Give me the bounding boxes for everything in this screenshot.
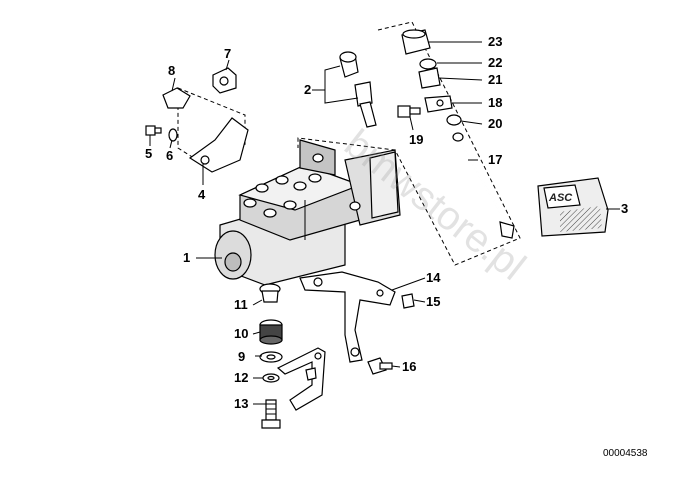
washer-part-6 <box>168 128 178 142</box>
washer-part-20 <box>446 114 462 126</box>
hydraulic-unit <box>214 139 401 286</box>
callout-4: 4 <box>198 187 206 202</box>
callout-14: 14 <box>426 270 441 285</box>
bolt-part-16 <box>367 357 393 375</box>
callout-6: 6 <box>166 148 173 163</box>
callout-23: 23 <box>488 34 502 49</box>
lower-mount-bracket <box>276 347 326 411</box>
callout-20: 20 <box>488 116 502 131</box>
callout-11: 11 <box>234 297 248 312</box>
bracket-part-18 <box>424 95 453 113</box>
asc-badge-part-3: ASC <box>537 177 609 237</box>
seal-part-22 <box>419 58 437 70</box>
nut-part-21 <box>418 67 441 89</box>
callout-2: 2 <box>304 82 311 97</box>
callout-19: 19 <box>409 132 423 147</box>
bolt-part-19 <box>397 105 421 118</box>
callout-7: 7 <box>224 46 231 61</box>
callout-16: 16 <box>402 359 416 374</box>
washer-part-12 <box>262 373 280 383</box>
pressure-line-part-17 <box>452 132 515 239</box>
clip-part-8 <box>162 87 191 109</box>
cap-part-23 <box>401 29 431 55</box>
rubber-mount-part-10 <box>259 319 283 345</box>
callout-17: 17 <box>488 152 502 167</box>
callout-15: 15 <box>426 294 440 309</box>
callout-1: 1 <box>183 250 190 265</box>
valve-part-2 <box>339 51 377 128</box>
nut-part-15 <box>401 293 415 309</box>
callout-8: 8 <box>168 63 175 78</box>
callout-10: 10 <box>234 326 248 341</box>
bolt-part-13 <box>261 399 281 429</box>
callout-18: 18 <box>488 95 502 110</box>
bracket-part-4 <box>188 117 249 173</box>
callout-3: 3 <box>621 201 628 216</box>
bolt-part-5 <box>145 125 162 136</box>
callout-13: 13 <box>234 396 248 411</box>
dashed-group-outline-right <box>297 21 521 266</box>
washer-part-9 <box>259 351 283 363</box>
callout-9: 9 <box>238 349 245 364</box>
callout-12: 12 <box>234 370 248 385</box>
bushing-part-11 <box>259 283 281 303</box>
callout-22: 22 <box>488 55 502 70</box>
leader-lines <box>149 41 620 405</box>
callout-21: 21 <box>488 72 502 87</box>
bracket-part-14 <box>299 271 396 363</box>
callout-5: 5 <box>145 146 152 161</box>
connector-part-7 <box>212 67 237 94</box>
diagram-number: 00004538 <box>603 448 648 459</box>
asc-badge-text: ASC <box>548 192 573 204</box>
